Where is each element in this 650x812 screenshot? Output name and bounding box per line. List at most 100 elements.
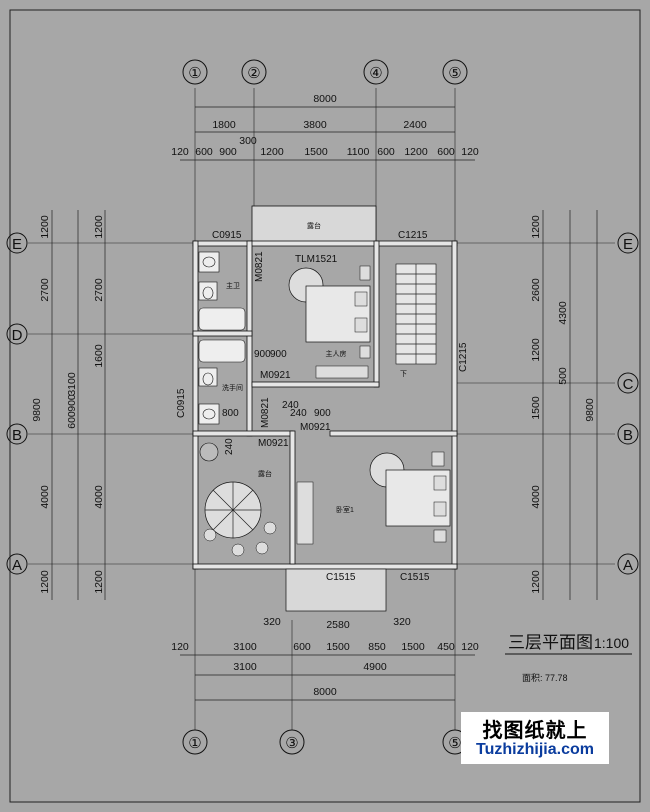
- dim-top-total: 8000: [313, 93, 337, 105]
- terrace-furniture: [199, 442, 277, 557]
- dim-right-1200b: 1200: [530, 570, 542, 594]
- tag-c1515-b: C1515: [400, 572, 430, 583]
- dim-bot-2580: 2580: [326, 619, 350, 631]
- dim-bot-1500a: 1500: [326, 641, 350, 653]
- axis-top-5: ⑤: [448, 65, 461, 82]
- dim-top3-7: 1200: [404, 146, 428, 158]
- left-dimensions: 1200 2700 4000 1200 9800 3100 600 900 12…: [31, 210, 106, 600]
- axis-right-E: E: [623, 236, 633, 253]
- axis-left-A: A: [12, 557, 22, 574]
- dim-top-2400: 2400: [403, 119, 427, 131]
- room-bedroom1: 卧室1: [336, 505, 354, 514]
- tag-m0821-b: M0821: [260, 397, 271, 428]
- dim-right-4000: 4000: [530, 485, 542, 509]
- stair-down-label: 下: [400, 370, 407, 378]
- dim-right-2600: 2600: [530, 278, 542, 302]
- dim-right-1200a: 1200: [530, 215, 542, 239]
- dim-bot-320b: 320: [393, 616, 411, 628]
- dim-bot-850: 850: [368, 641, 386, 653]
- axis-left-E: E: [12, 236, 22, 253]
- opening-tags: C0915 C1215 TLM1521 M0821 900 900 M0921 …: [176, 230, 469, 583]
- tag-c1215-right: C1215: [458, 342, 469, 372]
- site-watermark: 找图纸就上 Tuzhizhijia.com: [461, 712, 609, 764]
- axis-left-B: B: [12, 427, 22, 444]
- bedroom1-furniture: [296, 451, 451, 545]
- axis-right-C: C: [623, 376, 634, 393]
- dim-bot-4900: 4900: [363, 661, 387, 673]
- dim-bot-450: 450: [437, 641, 455, 653]
- dim-bot-120a: 120: [171, 641, 189, 653]
- axis-bubbles-top: ① ② ④ ⑤: [182, 59, 468, 85]
- staircase: 下: [396, 264, 436, 378]
- axis-top-1: ①: [188, 65, 201, 82]
- tag-240b: 240: [290, 408, 307, 419]
- dim-top3-4: 1500: [304, 146, 328, 158]
- tag-tlm1521: TLM1521: [295, 254, 338, 265]
- tag-240a: 240: [282, 400, 299, 411]
- axis-right-A: A: [623, 557, 633, 574]
- watermark-url: Tuzhizhijia.com: [476, 741, 594, 758]
- dim-top3-1: 600: [195, 146, 213, 158]
- drawing-scale: 1:100: [594, 635, 629, 651]
- dim-top-1800: 1800: [212, 119, 236, 131]
- tag-m0921-b: M0921: [300, 422, 331, 433]
- tag-m0921-a: M0921: [260, 370, 291, 381]
- dim-left-1200a: 1200: [39, 215, 51, 239]
- bathroom-fixtures: [198, 251, 246, 425]
- axis-bottom-5: ⑤: [448, 735, 461, 752]
- bay-window: [285, 568, 387, 612]
- dim-top3-8: 600: [437, 146, 455, 158]
- tag-900a: 900: [254, 349, 271, 360]
- dim-left-in-1200a: 1200: [93, 215, 105, 239]
- dim-bot-3100a: 3100: [233, 641, 257, 653]
- dim-bot-1500b: 1500: [401, 641, 425, 653]
- tag-900c: 900: [314, 408, 331, 419]
- room-washroom: 洗手间: [222, 383, 243, 392]
- drawing-area: 面积: 77.78: [522, 672, 568, 683]
- dim-left-2700: 2700: [39, 278, 51, 302]
- dim-left-9800: 9800: [31, 398, 43, 422]
- dim-left-900: 900: [66, 394, 78, 412]
- tag-800: 800: [222, 408, 239, 419]
- dim-left-3100: 3100: [66, 372, 78, 396]
- tag-c1215-top: C1215: [398, 230, 428, 241]
- dim-bot-600: 600: [293, 641, 311, 653]
- grid-lines: [28, 88, 615, 730]
- tag-m0821-a: M0821: [254, 251, 265, 282]
- title-block: 三层平面图 1:100 面积: 77.78: [505, 633, 632, 683]
- dim-left-in-4000: 4000: [93, 485, 105, 509]
- tag-900b: 900: [270, 349, 287, 360]
- dim-bot-8000: 8000: [313, 686, 337, 698]
- dim-left-in-1200b: 1200: [93, 570, 105, 594]
- master-bedroom-furniture: [288, 265, 371, 379]
- dim-top-300: 300: [239, 135, 257, 147]
- dim-top3-3: 1200: [260, 146, 284, 158]
- axis-bottom-1: ①: [188, 735, 201, 752]
- dim-left-in-1600: 1600: [93, 344, 105, 368]
- tag-c0915-top: C0915: [212, 230, 242, 241]
- dim-left-600: 600: [66, 411, 78, 429]
- axis-top-2: ②: [247, 65, 260, 82]
- tag-c0915-left: C0915: [176, 388, 187, 418]
- watermark-text-cn: 找图纸就上: [482, 720, 588, 742]
- axis-bubbles-left: E D B A: [6, 232, 28, 575]
- dim-bot-3100b: 3100: [233, 661, 257, 673]
- dim-top-3800: 3800: [303, 119, 327, 131]
- dim-top3-2: 900: [219, 146, 237, 158]
- dim-left-1200b: 1200: [39, 570, 51, 594]
- dim-right-500: 500: [557, 367, 569, 385]
- room-balcony-top: 露台: [307, 221, 321, 230]
- right-dimensions: 1200 2600 1200 1500 4000 1200 4300 500 9…: [530, 210, 598, 600]
- dim-bot-120b: 120: [461, 641, 479, 653]
- axis-bottom-3: ③: [285, 735, 298, 752]
- dim-top3-5: 1100: [347, 146, 370, 158]
- dim-left-in-2700: 2700: [93, 278, 105, 302]
- dim-bot-320a: 320: [263, 616, 281, 628]
- drawing-frame: [9, 9, 641, 803]
- axis-bubbles-right: E C B A: [617, 232, 639, 575]
- tag-c1515-a: C1515: [326, 572, 356, 583]
- axis-right-B: B: [623, 427, 633, 444]
- dim-top3-0: 120: [171, 146, 189, 158]
- room-terrace: 露台: [258, 469, 272, 478]
